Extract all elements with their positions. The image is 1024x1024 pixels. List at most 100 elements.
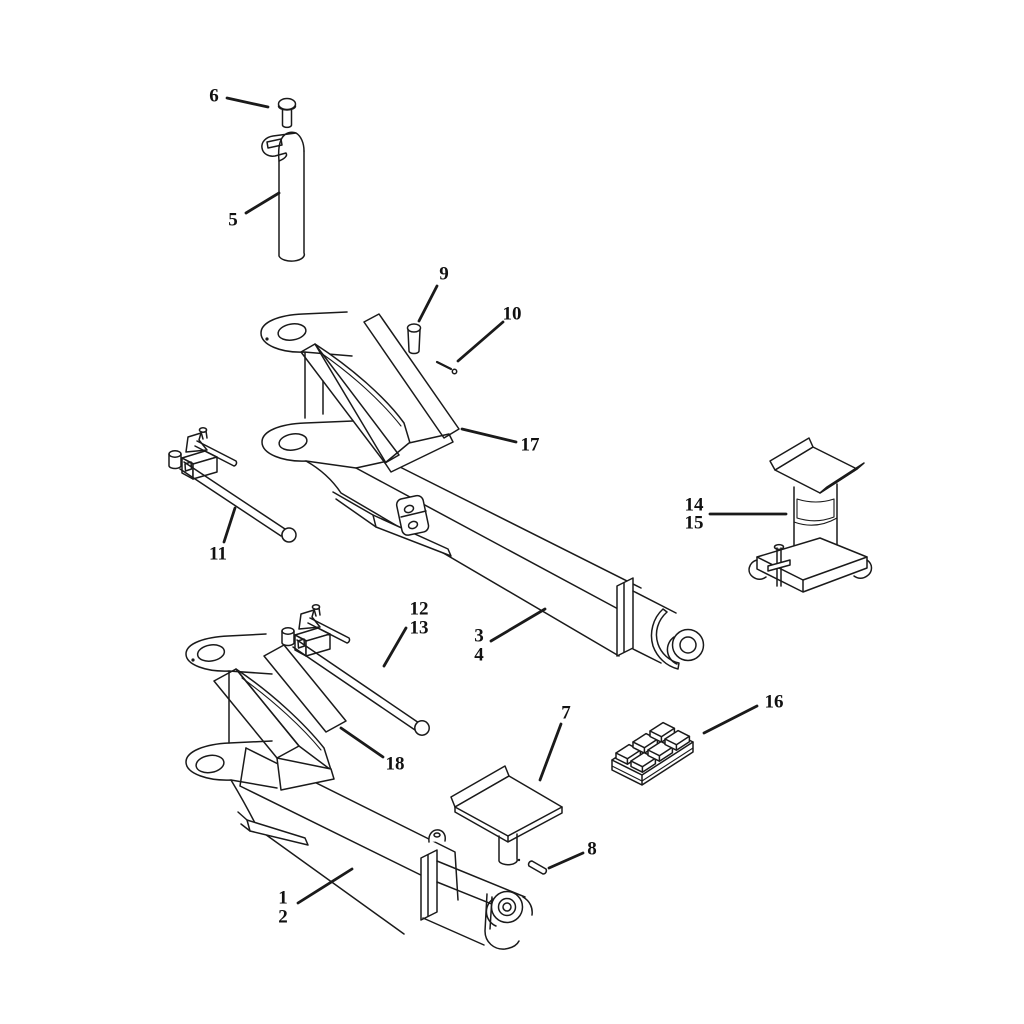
- pad-block: [649, 721, 676, 738]
- leader-5: [244, 191, 281, 215]
- callout-4: 4: [474, 645, 484, 666]
- leader-8: [547, 851, 585, 870]
- ramp-face: [235, 668, 332, 771]
- leader-18: [339, 726, 385, 759]
- callout-10: 10: [503, 304, 522, 325]
- pivot-bracket: [395, 494, 430, 536]
- lower-ear-hole: [278, 433, 308, 451]
- latch-block-side: [192, 456, 218, 480]
- pad-base-lip: [611, 747, 694, 782]
- tread-strip-hatched: [363, 313, 460, 439]
- bolt-shank: [281, 109, 293, 129]
- tread-strip-checkered: [263, 644, 347, 733]
- latch-release-rod: [194, 440, 238, 467]
- saddle-boss-hole: [433, 832, 441, 838]
- callout-17: 17: [521, 435, 541, 456]
- latch-mechanism: [168, 427, 238, 480]
- tube-body: [278, 150, 306, 262]
- callout-3: 3: [474, 626, 484, 647]
- callout-13: 13: [410, 618, 429, 639]
- side-flange-joins: [237, 811, 251, 832]
- cap-slot: [266, 138, 283, 149]
- cotter-eye: [451, 368, 458, 375]
- bolt-head: [277, 97, 297, 111]
- leader-11: [222, 506, 237, 544]
- tube-cap: [261, 131, 305, 162]
- bracket-fold: [400, 510, 427, 518]
- part-12-13-handle-assembly: [281, 604, 430, 736]
- callout-12: 12: [410, 599, 429, 620]
- end-roller: [490, 890, 524, 924]
- callout-9: 9: [439, 264, 449, 285]
- part-8-roll-pin: [527, 860, 548, 875]
- callout-11: 11: [209, 544, 227, 565]
- callout-labels: 6 5 9 10 17 11 14 15 12 13 3 4 18 7 16 8…: [209, 86, 783, 928]
- leader-17: [460, 427, 518, 444]
- part-7-lift-saddle: [450, 765, 563, 866]
- bracket-hole-top: [403, 504, 415, 514]
- pin-body: [407, 329, 421, 355]
- stand-saddle-right-lip: [819, 462, 865, 494]
- part-9-clevis-pin: [406, 323, 422, 355]
- upper-ear-hole: [277, 323, 307, 341]
- end-bracket: [650, 608, 680, 670]
- ramp-crease: [241, 677, 322, 751]
- leader-12-13: [382, 626, 408, 668]
- callout-7: 7: [561, 703, 571, 724]
- callout-1: 1: [278, 888, 288, 909]
- pivot-bracket-stroke: [395, 494, 430, 536]
- cotter-shaft: [435, 360, 453, 371]
- handle-end-cap-shade: [414, 722, 419, 735]
- end-roller: [671, 628, 705, 662]
- end-roller-barrel: [485, 898, 497, 927]
- callout-8: 8: [587, 839, 597, 860]
- part-12-13-handle-assembly-stroke: [281, 604, 351, 657]
- leader-7: [538, 722, 563, 782]
- part-6-bolt: [277, 97, 297, 129]
- ramp-face: [314, 343, 411, 464]
- latch-block-hole: [184, 461, 193, 472]
- beam-bottom-edge: [230, 779, 405, 935]
- side-flange: [372, 514, 452, 557]
- part-14-15-jack-stand: [748, 437, 873, 593]
- leader-10: [456, 320, 505, 363]
- handle-shaft: [179, 461, 286, 537]
- part-16-rubber-pad: [611, 721, 694, 786]
- stand-base-right-curl: [853, 559, 873, 579]
- stand-column-seam: [793, 517, 838, 526]
- pin-head: [406, 323, 422, 333]
- ramp-tread-band: [213, 668, 300, 759]
- latch-bushing-top: [168, 450, 182, 458]
- callout-leaders: [222, 96, 788, 905]
- part-10-cotter-pin: [435, 360, 458, 375]
- side-flange-joins: [332, 491, 377, 528]
- pad-base-front: [611, 741, 694, 786]
- leader-16: [702, 704, 759, 735]
- bracket-hole-bottom: [407, 520, 419, 530]
- lower-ear-hole: [195, 754, 225, 774]
- beam-bottom-edge: [305, 460, 620, 657]
- end-roller-barrel: [666, 636, 678, 665]
- leader-9: [417, 284, 439, 323]
- leader-6: [225, 96, 270, 109]
- end-roller-hub: [502, 902, 512, 912]
- part-11-handle-assembly: [168, 427, 297, 543]
- ramp-tread-band: [300, 343, 400, 464]
- handle-shaft: [292, 639, 420, 731]
- stand-bolt-head: [773, 543, 785, 551]
- ear-plate-edges: [304, 351, 324, 419]
- callout-2: 2: [278, 907, 288, 928]
- pad-block: [664, 729, 691, 746]
- saddle-thickness: [454, 806, 563, 843]
- end-roller-bore: [679, 636, 697, 654]
- end-roller-bore: [497, 897, 517, 917]
- saddle-post-dot: [517, 858, 521, 862]
- part-3-4-upper-boom-assembly: [260, 311, 705, 670]
- beam-ridge-edge: [355, 460, 621, 611]
- saddle-post: [498, 833, 518, 866]
- ear-dot: [265, 337, 269, 341]
- callout-16: 16: [765, 692, 784, 713]
- callout-14: 14: [685, 495, 705, 516]
